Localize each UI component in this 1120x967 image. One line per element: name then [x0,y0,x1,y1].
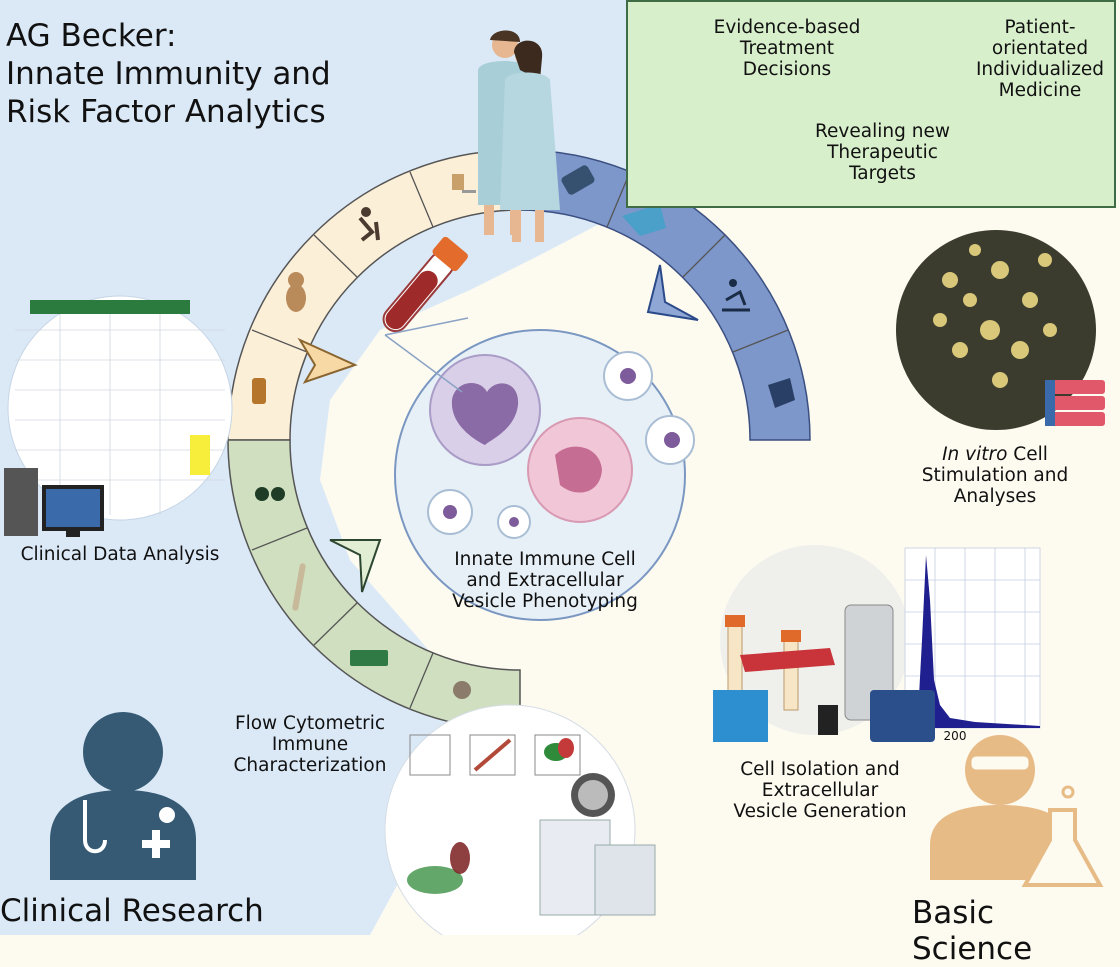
blood-tube-icon [382,236,468,333]
ring-icons [252,165,795,699]
flow-cytometric-label: Flow Cytometric Immune Characterization [233,713,387,776]
basic-science-label: Basic Science [912,895,1033,967]
clinical-data-spreadsheet [7,295,233,521]
reagent-bottle-icon [818,705,838,735]
cell-culture-dots [933,244,1057,388]
blue-box-icon [713,690,768,742]
patient-oriented-label: Patient- orientated Individualized Medic… [975,17,1105,101]
scientist-icon [930,735,1104,887]
title-line-1: AG Becker: [6,18,177,54]
evidence-based-label: Evidence-based Treatment Decisions [713,17,861,80]
pill-bottle-icon [252,378,266,404]
doctor-icon [50,712,196,880]
cell-isolation-label: Cell Isolation and Extracellular Vesicle… [733,759,907,822]
therapeutic-targets-label: Revealing new Therapeutic Targets [815,121,950,184]
arrow-green [329,539,382,593]
bone-fracture-icon [292,563,306,611]
histogram-axis-tick: 200 [943,729,967,743]
ventilation-patient-icon [453,681,471,699]
beer-glass-icon [452,174,464,190]
motorcycle-icon [255,487,269,501]
background [0,0,1105,935]
arrow-blue [646,264,699,321]
brain-stroke-icon [768,378,795,408]
clinical-data-analysis-label: Clinical Data Analysis [20,544,220,565]
title-line-2: Innate Immunity and [6,55,331,92]
arrow-beige [297,337,358,384]
center-phenotyping-label: Innate Immune Cell and Extracellular Ves… [452,549,638,612]
injection-icon [622,204,666,236]
elderly-icon [361,207,371,217]
scatter-plots-top [409,734,581,776]
outcomes-box [626,0,1116,208]
medication-blister-icon [561,165,595,195]
tube-rack-icon [740,648,835,672]
title-line-3: Risk Factor Analytics [6,93,326,130]
highlighted-cells [190,435,210,475]
cytometer-instrument-icon [539,773,656,916]
eosinophil-icon [527,417,633,523]
vesicle-icons [427,351,695,539]
obesity-icon [288,272,304,288]
spreadsheet-titlebar [30,300,190,314]
dot-plot-green [407,842,470,894]
imaging-device-icon [870,690,935,742]
neutrophil-icon [429,354,541,466]
ambulance-icon [350,650,388,666]
treadmill-icon [729,279,737,287]
culture-flask-icon [1045,380,1105,426]
page-title: AG Becker: Innate Immunity and Risk Fact… [6,18,331,131]
computer-icon [4,468,104,537]
clinical-research-label: Clinical Research [0,893,264,929]
patients-figure [478,30,560,242]
in-vitro-label: In vitro Cell Stimulation and Analyses [921,444,1069,507]
